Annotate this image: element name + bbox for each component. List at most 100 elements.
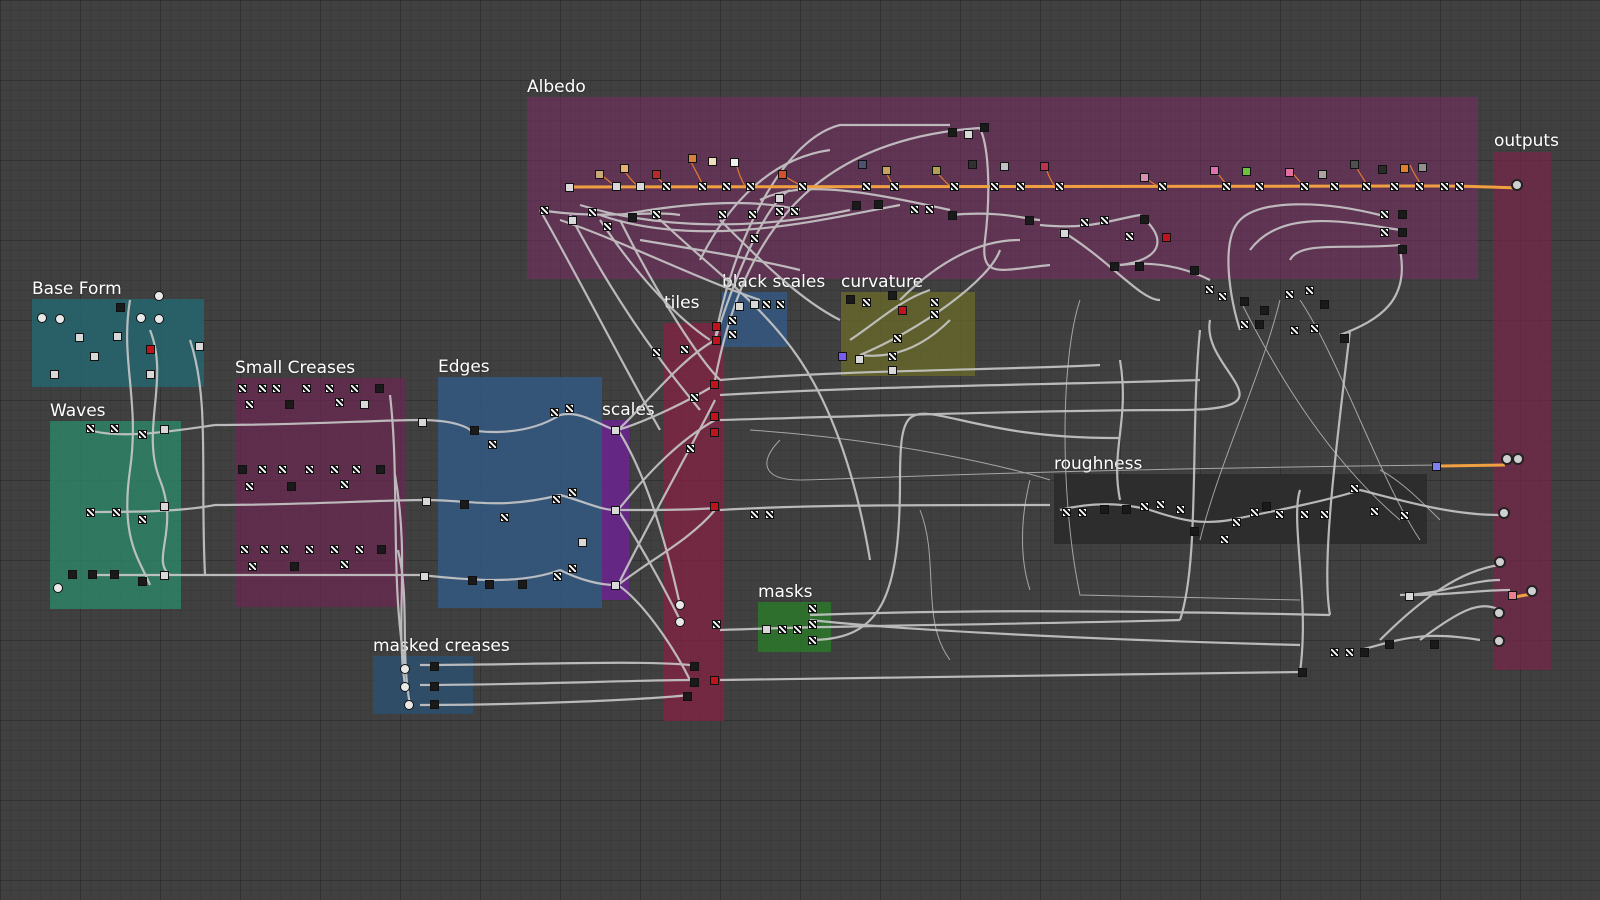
node-graph-8[interactable]: [1285, 290, 1294, 299]
node-waves-7[interactable]: [160, 425, 169, 434]
node-albedo-53[interactable]: [1125, 232, 1134, 241]
node-albedo-55[interactable]: [1110, 262, 1119, 271]
node-masked-creases-1[interactable]: [400, 664, 410, 674]
node-graph-15[interactable]: [765, 510, 774, 519]
node-creases-24[interactable]: [280, 545, 289, 554]
node-tiles-1[interactable]: [652, 348, 661, 357]
node-masked-creases-6[interactable]: [430, 700, 439, 709]
node-curvature-4[interactable]: [898, 306, 907, 315]
node-creases-18[interactable]: [376, 465, 385, 474]
node-albedo-30[interactable]: [862, 182, 871, 191]
node-creases-2[interactable]: [258, 384, 267, 393]
node-base-form-1[interactable]: [37, 313, 47, 323]
node-masked-creases-4[interactable]: [430, 662, 439, 671]
node-creases-29[interactable]: [248, 562, 257, 571]
node-waves-9[interactable]: [68, 570, 77, 579]
node-roughness-3[interactable]: [1100, 505, 1109, 514]
node-curvature-7[interactable]: [893, 334, 902, 343]
node-waves-6[interactable]: [138, 515, 147, 524]
output-node-input[interactable]: [1508, 591, 1517, 600]
node-creases-8[interactable]: [245, 400, 254, 409]
node-curvature-11[interactable]: [888, 366, 897, 375]
node-albedo-32[interactable]: [882, 166, 891, 175]
node-roughness-input[interactable]: [1432, 462, 1441, 471]
node-masks-5[interactable]: [808, 620, 817, 629]
node-albedo-71[interactable]: [1418, 163, 1427, 172]
node-tiles-5[interactable]: [710, 380, 719, 389]
node-roughness-11[interactable]: [1250, 508, 1259, 517]
node-albedo-44[interactable]: [990, 182, 999, 191]
node-creases-30[interactable]: [290, 562, 299, 571]
node-creases-16[interactable]: [330, 465, 339, 474]
node-masks-2[interactable]: [778, 625, 787, 634]
node-waves-5[interactable]: [112, 508, 121, 517]
node-base-form-5[interactable]: [113, 332, 122, 341]
node-albedo-16[interactable]: [730, 158, 739, 167]
node-waves-10[interactable]: [88, 570, 97, 579]
node-edges-4[interactable]: [550, 408, 559, 417]
node-base-form-2[interactable]: [55, 314, 65, 324]
node-albedo-26[interactable]: [798, 182, 807, 191]
node-edges-15[interactable]: [518, 580, 527, 589]
node-edges-6[interactable]: [422, 497, 431, 506]
node-masked-creases-3[interactable]: [404, 700, 414, 710]
node-graph-4[interactable]: [1240, 297, 1249, 306]
node-creases-14[interactable]: [278, 465, 287, 474]
frame-base-form[interactable]: [32, 299, 204, 387]
node-waves-2[interactable]: [110, 424, 119, 433]
node-albedo-45[interactable]: [1016, 182, 1025, 191]
node-albedo-5[interactable]: [603, 222, 612, 231]
node-edges-16[interactable]: [553, 572, 562, 581]
node-creases-5[interactable]: [325, 384, 334, 393]
node-tiles-16[interactable]: [710, 676, 719, 685]
node-creases-4[interactable]: [302, 384, 311, 393]
node-edges-3[interactable]: [488, 440, 497, 449]
node-albedo-79[interactable]: [1398, 228, 1407, 237]
node-albedo-39[interactable]: [968, 160, 977, 169]
node-albedo-49[interactable]: [1060, 229, 1069, 238]
node-edges-11[interactable]: [578, 538, 587, 547]
node-albedo-64[interactable]: [1318, 170, 1327, 179]
output-node-ao[interactable]: [1493, 607, 1505, 619]
node-masks-4[interactable]: [808, 604, 817, 613]
node-waves-1[interactable]: [86, 424, 95, 433]
node-edges-1[interactable]: [418, 418, 427, 427]
node-albedo-54[interactable]: [1162, 233, 1171, 242]
node-roughness-18[interactable]: [1400, 511, 1409, 520]
node-graph-7[interactable]: [1255, 320, 1264, 329]
node-albedo-60[interactable]: [1242, 167, 1251, 176]
node-albedo-2[interactable]: [565, 183, 574, 192]
node-graph-12[interactable]: [1310, 324, 1319, 333]
node-albedo-74[interactable]: [1440, 182, 1449, 191]
node-waves-8[interactable]: [160, 502, 169, 511]
node-waves-14[interactable]: [160, 571, 169, 580]
node-lower-1[interactable]: [1298, 668, 1307, 677]
node-black-scales-1[interactable]: [728, 316, 737, 325]
node-masks-6[interactable]: [808, 636, 817, 645]
node-albedo-24[interactable]: [775, 207, 784, 216]
node-base-form-13[interactable]: [146, 370, 155, 379]
node-albedo-52[interactable]: [1140, 215, 1149, 224]
node-albedo-80[interactable]: [1398, 245, 1407, 254]
node-curvature-6[interactable]: [930, 310, 939, 319]
node-albedo-27[interactable]: [778, 170, 787, 179]
node-tiles-4[interactable]: [712, 336, 721, 345]
node-waves-3[interactable]: [138, 430, 147, 439]
node-tiles-8[interactable]: [710, 428, 719, 437]
node-lower-7[interactable]: [1405, 592, 1414, 601]
node-tiles-3[interactable]: [712, 322, 721, 331]
node-albedo-23[interactable]: [775, 194, 784, 203]
node-tiles-15[interactable]: [690, 678, 699, 687]
node-albedo-72[interactable]: [1390, 182, 1399, 191]
node-curvature-2[interactable]: [862, 298, 871, 307]
node-albedo-9[interactable]: [628, 213, 637, 222]
node-scales-2[interactable]: [611, 506, 620, 515]
node-albedo-33[interactable]: [890, 182, 899, 191]
node-creases-12[interactable]: [238, 465, 247, 474]
node-black-scales-5[interactable]: [762, 300, 771, 309]
node-creases-15[interactable]: [305, 465, 314, 474]
node-roughness-16[interactable]: [1350, 484, 1359, 493]
node-albedo-21[interactable]: [748, 210, 757, 219]
node-albedo-17[interactable]: [698, 182, 707, 191]
node-creases-6[interactable]: [350, 384, 359, 393]
